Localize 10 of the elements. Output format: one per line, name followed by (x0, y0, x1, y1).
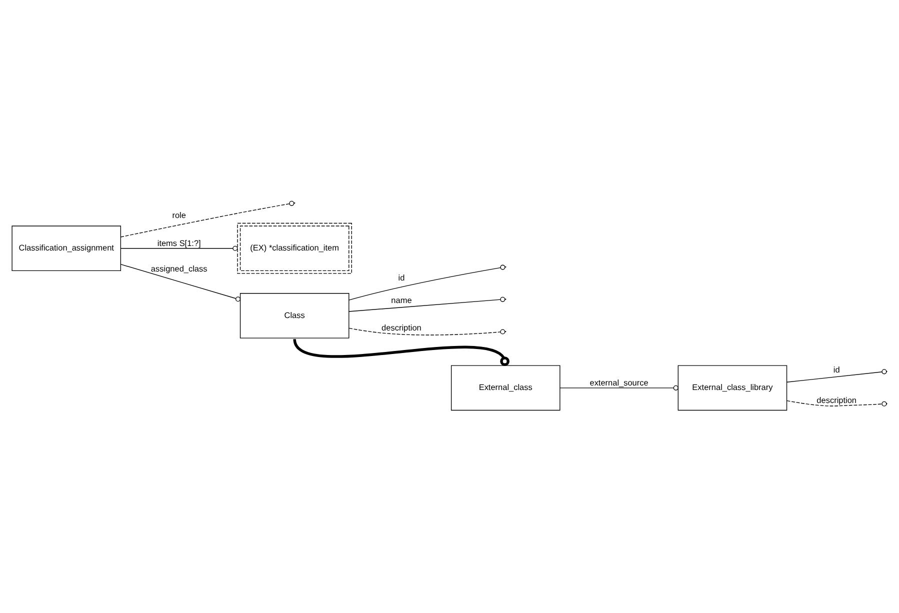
connector (348, 299, 501, 312)
connector (348, 328, 501, 336)
connector (786, 372, 882, 382)
connector (120, 203, 290, 238)
connector (786, 400, 882, 406)
connector (120, 246, 238, 251)
connector (348, 267, 501, 300)
connector (560, 385, 678, 390)
connector (120, 264, 241, 302)
connector (293, 338, 510, 366)
